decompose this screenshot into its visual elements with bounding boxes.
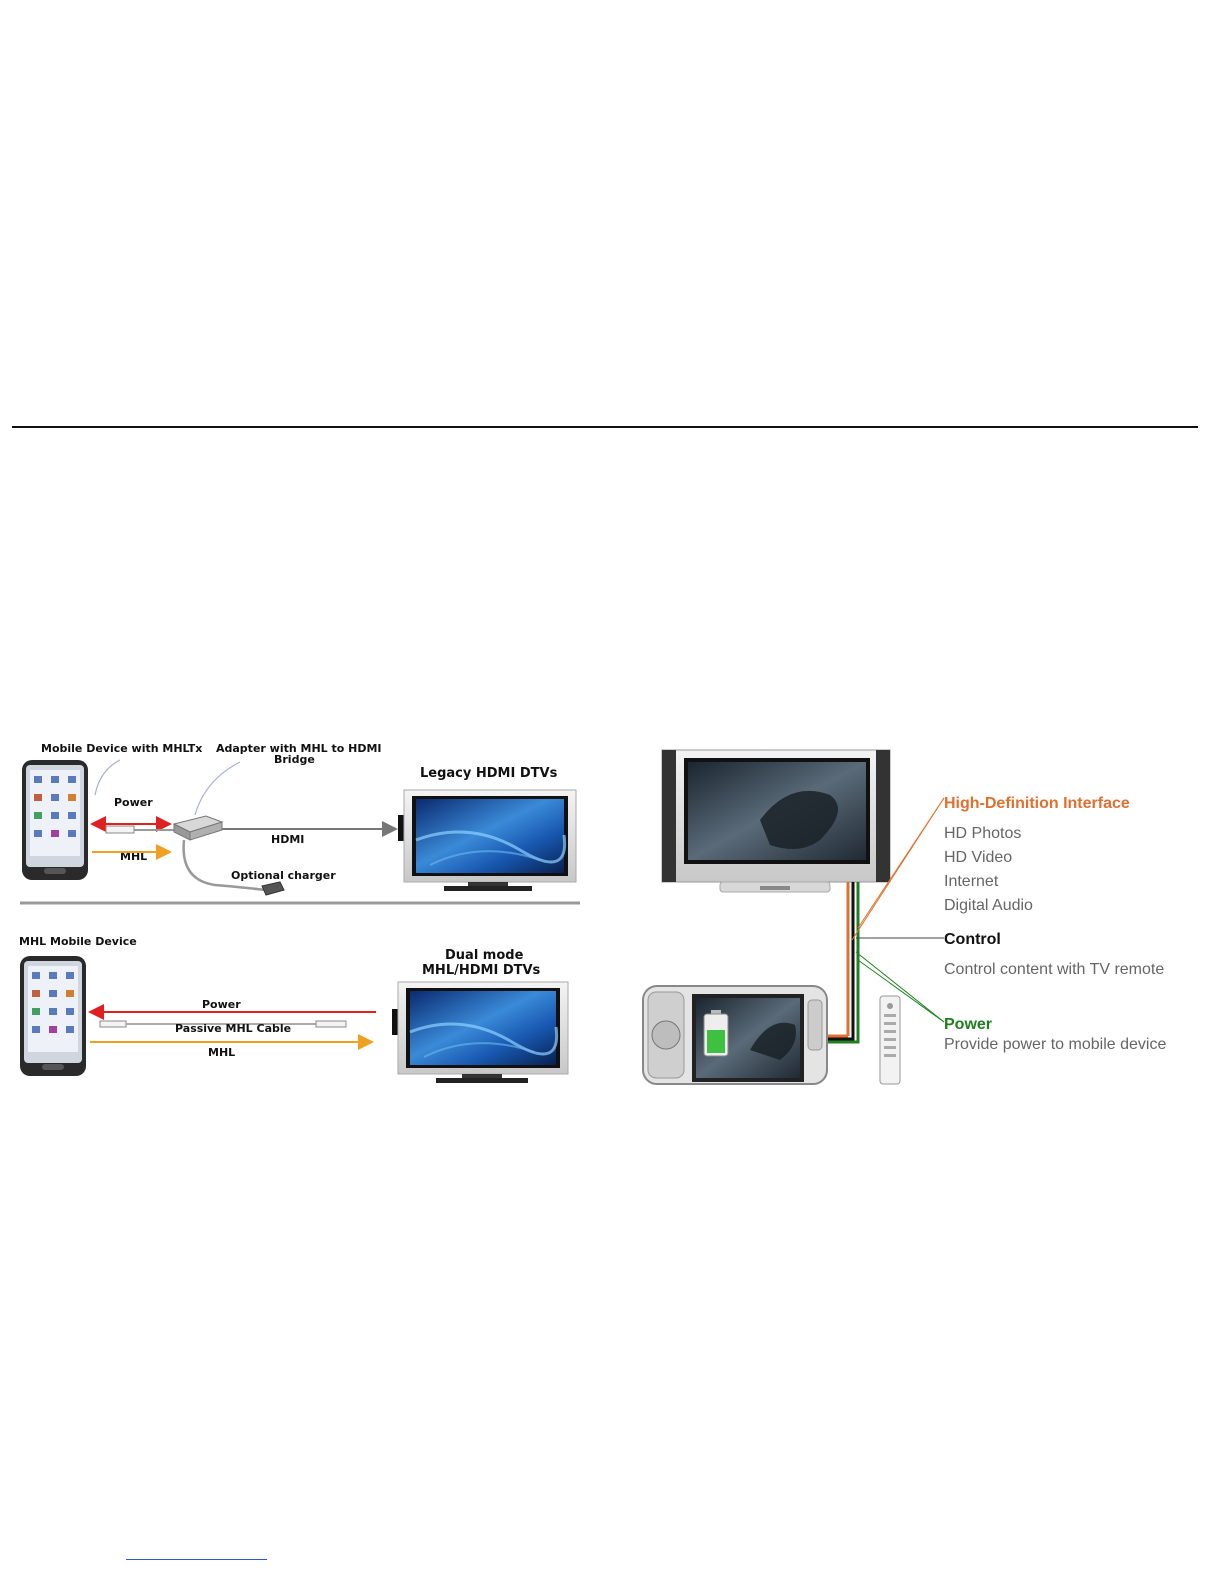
charger-icon <box>261 881 285 896</box>
passive-mhl-cable-label: Passive MHL Cable <box>175 1022 291 1035</box>
legacy-tv-label: Legacy HDMI DTVs <box>420 766 558 781</box>
hd-item-internet: Internet <box>944 873 999 890</box>
legacy-hdmi-section: Mobile Device with MHLTx Adapter with MH… <box>20 742 580 905</box>
mobile-device-mhltx-label: Mobile Device with MHLTx <box>41 742 202 755</box>
mhl-label-bottom: MHL <box>208 1046 235 1059</box>
legacy-hdmi-tv-icon <box>398 789 577 891</box>
dual-mode-label-line1: Dual mode <box>445 948 524 963</box>
hd-item-digital-audio: Digital Audio <box>944 897 1033 914</box>
mobile-phone-icon <box>22 760 88 880</box>
optional-charger-label: Optional charger <box>231 869 336 882</box>
mhl-label-top: MHL <box>120 850 147 863</box>
mobile-device-icon <box>642 985 828 1085</box>
top-divider <box>12 426 1198 428</box>
adapter-label-line2: Bridge <box>274 753 315 766</box>
dual-mode-section: MHL Mobile Device Dual mode MHL/HDMI DTV… <box>19 935 569 1083</box>
mhl-features-section: High-Definition Interface HD Photos HD V… <box>642 749 1166 1085</box>
mhl-hdmi-adapter-icon <box>172 815 224 841</box>
mhl-cable-bundle <box>826 882 860 1044</box>
mhl-diagram: Mobile Device with MHLTx Adapter with MH… <box>19 742 1166 1085</box>
power-description: Provide power to mobile device <box>944 1036 1166 1053</box>
adapter-label-line1: Adapter with MHL to HDMI <box>216 742 382 755</box>
mhl-mobile-phone-icon <box>20 956 86 1076</box>
passive-mhl-cable-icon <box>99 1020 347 1028</box>
control-description: Control content with TV remote <box>944 961 1164 978</box>
mhl-mobile-device-label: MHL Mobile Device <box>19 935 137 948</box>
hd-tv-icon <box>661 749 891 893</box>
footnote-rule <box>126 1559 267 1560</box>
hdmi-label: HDMI <box>271 833 304 846</box>
power-label-top: Power <box>114 796 153 809</box>
tv-remote-icon <box>879 995 901 1085</box>
dual-mode-label-line2: MHL/HDMI DTVs <box>422 963 541 978</box>
battery-charging-icon <box>703 1010 729 1057</box>
hd-item-video: HD Video <box>944 849 1012 866</box>
power-title: Power <box>944 1016 992 1033</box>
dual-mode-tv-icon <box>392 981 569 1083</box>
hd-interface-title: High-Definition Interface <box>944 795 1130 812</box>
power-label-bottom: Power <box>202 998 241 1011</box>
control-title: Control <box>944 931 1001 948</box>
hd-item-photos: HD Photos <box>944 825 1021 842</box>
